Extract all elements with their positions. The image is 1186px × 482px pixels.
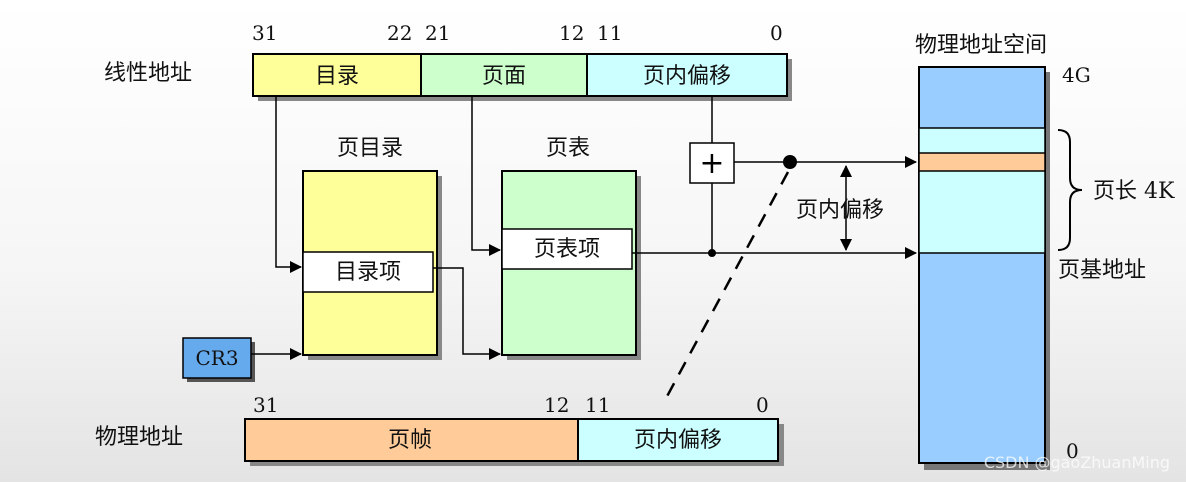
page-table-entry-box <box>501 228 633 270</box>
physical-field-offset <box>577 418 779 462</box>
physical-bit-12: 12 <box>544 393 569 417</box>
linear-field-directory-label: 目录 <box>315 64 359 89</box>
linear-field-directory <box>252 53 422 97</box>
directory-entry-box <box>302 251 434 293</box>
linear-bit-0: 0 <box>770 21 783 45</box>
page-size-brace <box>1057 129 1083 251</box>
page-directory-title: 页目录 <box>337 136 403 161</box>
linear-field-offset-label: 页内偏移 <box>643 64 731 89</box>
physical-field-frame-label: 页帧 <box>388 428 432 453</box>
junction-dot-base <box>708 249 716 257</box>
physical-target-slot <box>918 152 1046 172</box>
linear-bit-31: 31 <box>252 21 277 45</box>
watermark: CSDN @gaoZhuanMing <box>984 453 1170 472</box>
linear-bit-21: 21 <box>425 21 450 45</box>
physical-bit-31: 31 <box>253 393 278 417</box>
linear-address-label: 线性地址 <box>104 61 192 86</box>
physical-page <box>918 127 1046 254</box>
page-size-label: 页长 4K <box>1093 179 1175 204</box>
cr3-label: CR3 <box>195 346 238 370</box>
cr3-register <box>182 337 252 379</box>
adder-symbol: + <box>699 146 724 181</box>
linear-bit-22: 22 <box>387 21 412 45</box>
page-table-title: 页表 <box>546 136 590 161</box>
linear-field-page-label: 页面 <box>482 64 526 89</box>
physical-space-bottom: 0 <box>1066 439 1079 463</box>
linear-field-page <box>420 53 588 97</box>
physical-address-label: 物理地址 <box>95 425 183 450</box>
page-table-entry-label: 页表项 <box>534 237 600 262</box>
adder-box <box>689 142 735 184</box>
physical-bit-0: 0 <box>756 393 769 417</box>
physical-space-top: 4G <box>1062 63 1091 87</box>
linear-bit-11: 11 <box>597 21 622 45</box>
arrow-directory-index <box>275 96 302 273</box>
offset-label: 页内偏移 <box>796 198 884 223</box>
junction-dot-target <box>783 155 797 169</box>
linear-field-offset <box>586 53 788 97</box>
page-base-label: 页基地址 <box>1058 258 1146 283</box>
linear-bit-12: 12 <box>559 21 584 45</box>
physical-space-title: 物理地址空间 <box>915 33 1047 58</box>
physical-space-column <box>918 66 1046 464</box>
arrow-page-index <box>471 96 501 256</box>
physical-bit-11: 11 <box>585 393 610 417</box>
physical-field-frame <box>244 418 579 462</box>
arrow-directory-to-table <box>433 267 501 360</box>
physical-field-offset-label: 页内偏移 <box>634 428 722 453</box>
dashed-line-physical <box>662 171 790 403</box>
directory-entry-label: 目录项 <box>335 260 401 285</box>
